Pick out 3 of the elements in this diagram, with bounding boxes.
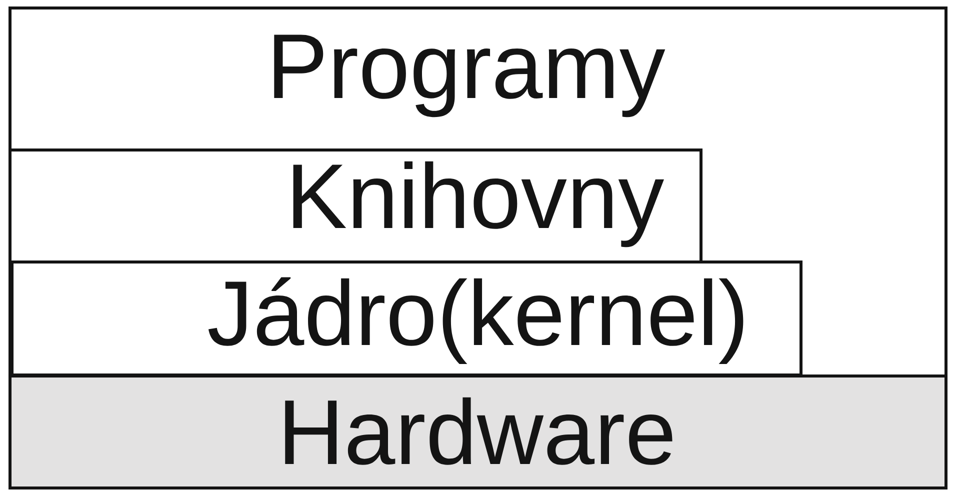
layer-box: Hardware	[8, 374, 948, 490]
layer-box: Jádro(kernel)	[10, 260, 802, 376]
layer-box: Knihovny	[8, 148, 702, 264]
